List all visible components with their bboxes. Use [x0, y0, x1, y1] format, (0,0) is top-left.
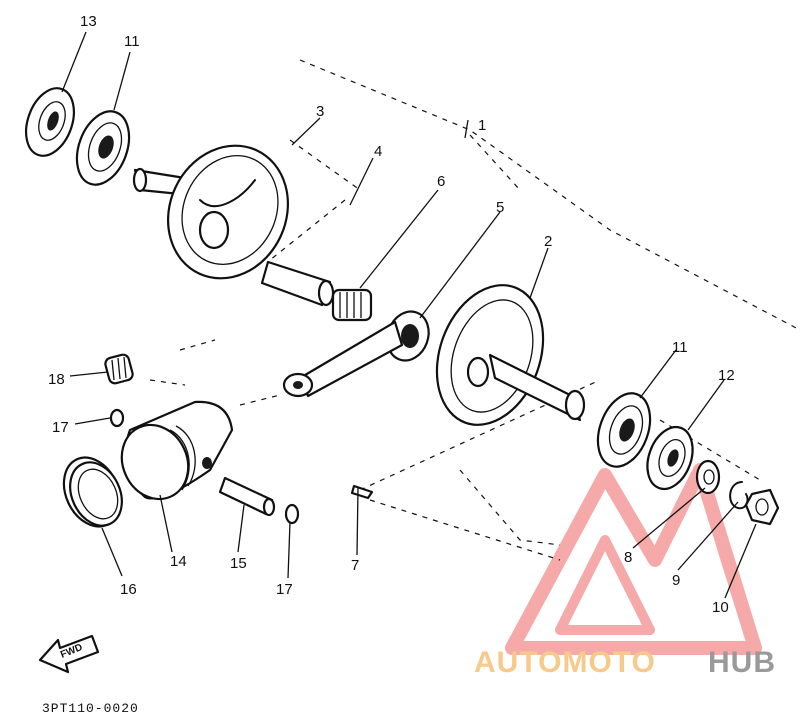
callout-11-left: 11 [124, 33, 140, 50]
callout-18: 18 [48, 371, 65, 388]
callout-leaders [61, 31, 757, 599]
crankshaft-left-half-3 [132, 144, 290, 280]
callout-3: 3 [316, 103, 324, 120]
circlip-9 [729, 481, 749, 510]
callout-13: 13 [80, 13, 97, 30]
bearing-11-right [596, 392, 652, 468]
watermark-text-part2: HUB [708, 646, 776, 679]
callout-8: 8 [624, 549, 632, 566]
connecting-rod-5 [282, 310, 430, 398]
crankshaft-right-half-2 [435, 284, 586, 426]
piston-pin-clip-17-right [284, 503, 300, 525]
callout-11-right: 11 [672, 339, 688, 356]
washer-8 [695, 459, 721, 495]
callout-7: 7 [351, 557, 359, 574]
callout-14: 14 [170, 553, 187, 570]
callout-4: 4 [374, 143, 382, 160]
bearing-11-left [75, 110, 131, 186]
piston-rings-16 [62, 456, 123, 528]
nut-10 [744, 488, 780, 526]
callout-17-left: 17 [52, 419, 69, 436]
watermark-logo-icon [505, 463, 762, 655]
small-end-bearing-18 [104, 353, 134, 385]
callout-labels: 13 11 3 1 4 6 5 2 11 12 18 17 14 15 17 1… [48, 13, 735, 616]
callout-9: 9 [672, 572, 680, 589]
callout-17-right: 17 [276, 581, 293, 598]
woodruff-key-7 [350, 484, 374, 500]
oil-seal-12 [646, 425, 694, 491]
callout-10: 10 [712, 599, 729, 616]
callout-6: 6 [437, 173, 445, 190]
piston-14 [120, 400, 234, 501]
piston-pin-15 [218, 476, 276, 517]
callout-12: 12 [718, 367, 735, 384]
watermark-text: AUTOMOTO HUB [474, 646, 776, 679]
callout-1: 1 [478, 117, 486, 134]
callout-5: 5 [496, 199, 504, 216]
watermark-text-part1: AUTOMOTO [474, 646, 656, 679]
callout-2: 2 [544, 233, 552, 250]
piston-pin-clip-17-left [109, 408, 125, 428]
forward-arrow-icon: FWD [38, 634, 100, 674]
callout-15: 15 [230, 555, 247, 572]
drawing-code: 3PT110-0020 [42, 701, 139, 716]
oil-seal-13 [25, 87, 75, 157]
callout-16: 16 [120, 581, 137, 598]
needle-bearing-6 [331, 288, 373, 322]
crank-pin-4 [260, 260, 335, 307]
